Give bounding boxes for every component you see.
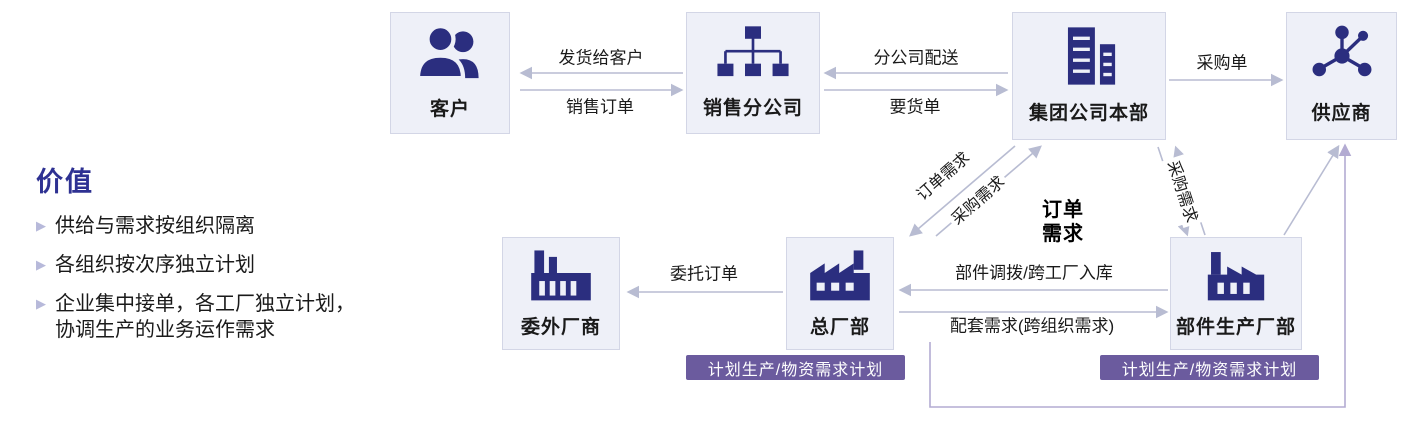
factory-icon: [1207, 252, 1265, 301]
edge-label-kit-demand: 配套需求(跨组织需求): [949, 316, 1115, 336]
bullet-text: 供给与需求按组织隔离: [55, 215, 255, 237]
badge-main-plant-plan: 计划生产/物资需求计划: [686, 355, 905, 380]
value-bullet: ▶ 企业集中接单，各工厂独立计划， 协调生产的业务运作需求: [36, 291, 416, 343]
bullet-triangle-icon: ▶: [36, 257, 46, 272]
value-bullet: ▶ 供给与需求按组织隔离: [36, 213, 416, 239]
edge-label-branch-delivery: 分公司配送: [873, 48, 959, 68]
node-main-plant: 总厂部: [786, 237, 894, 350]
bullet-triangle-icon: ▶: [36, 218, 46, 233]
org-tree-icon: [717, 25, 789, 76]
value-title: 价值: [36, 167, 94, 197]
bullet-triangle-icon: ▶: [36, 296, 46, 311]
node-group-hq: 集团公司本部: [1012, 12, 1166, 140]
bullet-text: 各组织按次序独立计划: [55, 254, 255, 276]
edge-component-to-supplier: [1283, 144, 1340, 236]
edge-label-consign-order: 委托订单: [670, 264, 738, 284]
network-icon: [1312, 25, 1371, 76]
node-label-customer: 客户: [429, 98, 470, 120]
node-label-outsourced-vendor: 委外厂商: [520, 317, 601, 338]
node-outsourced-vendor: 委外厂商: [502, 237, 620, 350]
badge-component-plant-plan: 计划生产/物资需求计划: [1100, 355, 1319, 380]
edge-label-sales-order: 销售订单: [566, 97, 634, 117]
factory-icon: [531, 250, 591, 301]
buildings-icon: [1067, 26, 1116, 85]
edge-plants-to-supplier-loop: [929, 143, 1352, 408]
node-label-component-plant: 部件生产厂部: [1175, 317, 1296, 338]
bullet-text: 企业集中接单，各工厂独立计划， 协调生产的业务运作需求: [55, 293, 355, 341]
value-panel: 价值 ▶ 供给与需求按组织隔离 ▶ 各组织按次序独立计划 ▶ 企业集中接单，各工…: [36, 160, 416, 356]
node-component-plant: 部件生产厂部: [1170, 237, 1302, 350]
edge-label-goods-request: 要货单: [889, 97, 941, 117]
edge-label-purchase-order: 采购单: [1196, 53, 1248, 73]
node-label-main-plant: 总厂部: [809, 317, 870, 338]
node-label-supplier: 供应商: [1311, 102, 1372, 124]
node-customer: 客户: [390, 12, 510, 134]
edge-label-ship-to-customer: 发货给客户: [558, 48, 644, 68]
node-sales-branch: 销售分公司: [686, 12, 820, 134]
edge-order-demand-diagonal: [909, 145, 1016, 237]
order-demand-note: 订单 需求: [1042, 199, 1084, 245]
node-label-sales-branch: 销售分公司: [702, 97, 803, 119]
node-label-group-hq: 集团公司本部: [1028, 102, 1149, 124]
node-supplier: 供应商: [1286, 12, 1397, 140]
factory-icon: [810, 250, 870, 301]
people-icon: [415, 23, 479, 80]
value-bullet: ▶ 各组织按次序独立计划: [36, 252, 416, 278]
edge-label-component-transfer: 部件调拨/跨工厂入库: [955, 263, 1113, 283]
